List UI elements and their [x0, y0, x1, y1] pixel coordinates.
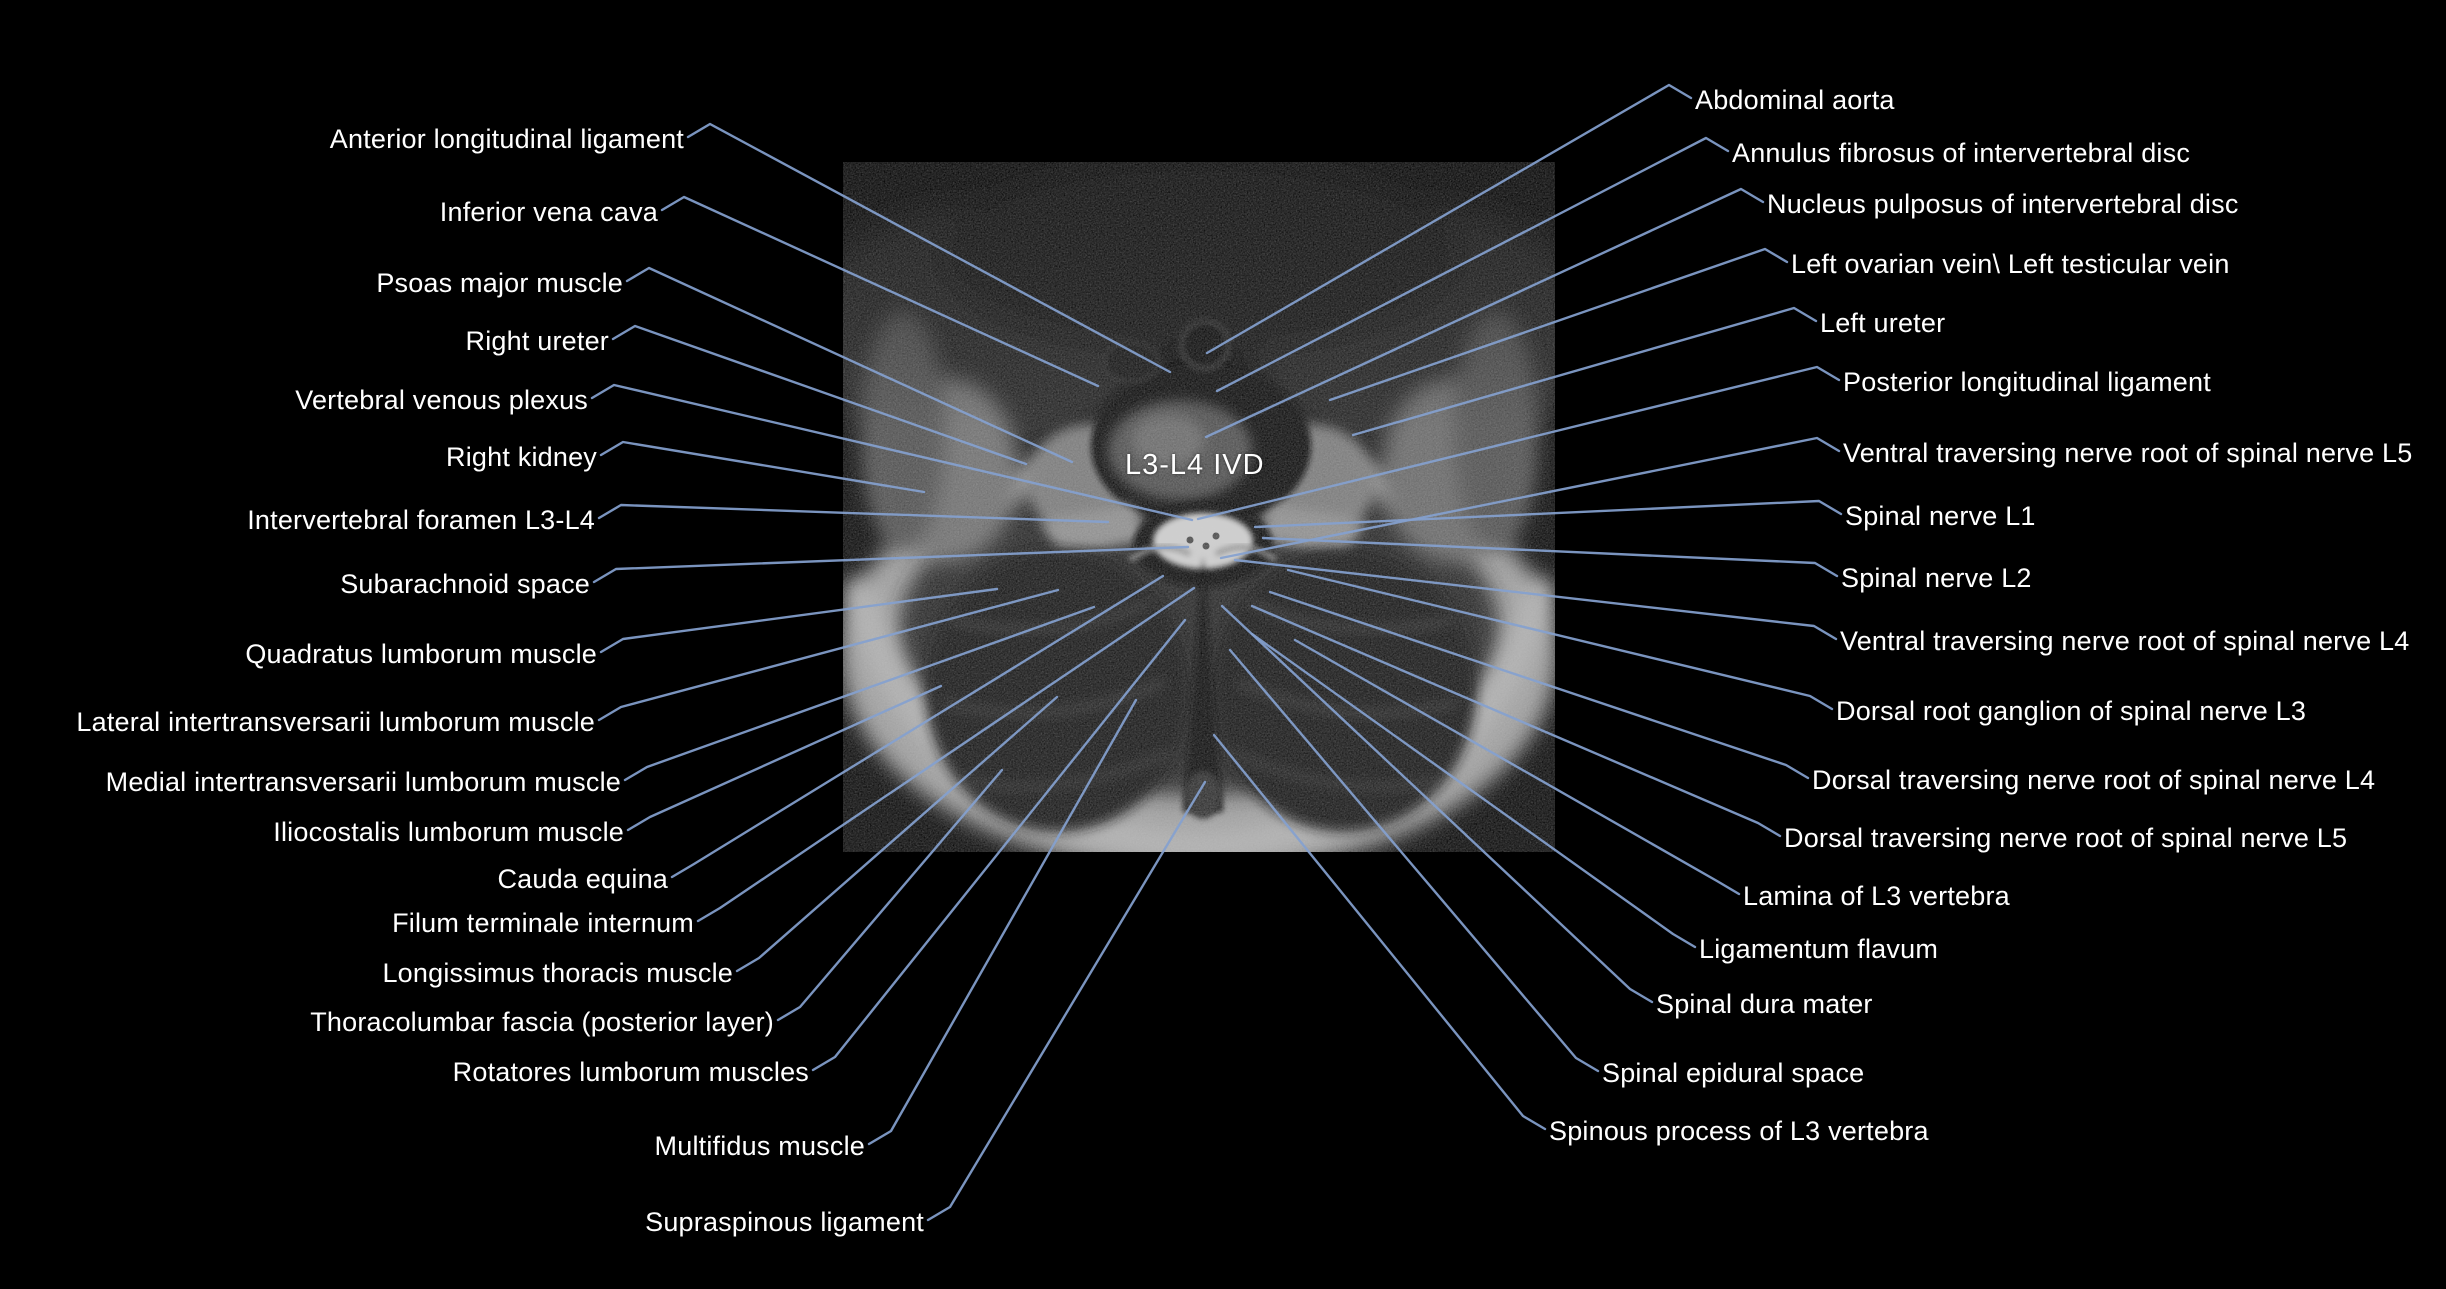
anatomy-label-right[interactable]: Spinal nerve L1	[1845, 501, 2036, 531]
anatomy-label-left[interactable]: Psoas major muscle	[376, 268, 623, 298]
leader-line	[1220, 604, 1654, 1004]
leader-line	[1261, 536, 1839, 578]
leader-line	[1228, 648, 1600, 1073]
anatomy-label-right[interactable]: Dorsal root ganglion of spinal nerve L3	[1836, 696, 2307, 726]
leader-lines-layer	[590, 83, 1843, 1222]
leader-line	[670, 574, 1165, 879]
anatomy-label-right[interactable]: Nucleus pulposus of intervertebral disc	[1767, 189, 2239, 219]
leader-line	[599, 587, 999, 654]
leader-line	[867, 698, 1138, 1146]
leader-line	[1219, 436, 1841, 560]
anatomy-label-left[interactable]: Cauda equina	[497, 864, 668, 894]
leader-line	[686, 122, 1172, 374]
leader-line	[926, 780, 1207, 1222]
leader-line	[776, 768, 1004, 1022]
anatomy-label-left[interactable]: Medial intertransversarii lumborum muscl…	[105, 767, 621, 797]
leader-line	[1250, 604, 1782, 838]
anatomy-label-left[interactable]: Anterior longitudinal ligament	[329, 124, 684, 154]
leader-line	[590, 383, 1194, 522]
leader-line	[1212, 733, 1547, 1131]
anatomy-label-right[interactable]: Left ovarian vein\ Left testicular vein	[1791, 249, 2230, 279]
anatomy-label-left[interactable]: Longissimus thoracis muscle	[382, 958, 733, 988]
leader-line	[1250, 632, 1697, 949]
anatomy-label-left[interactable]: Thoracolumbar fascia (posterior layer)	[310, 1007, 774, 1037]
scan-noise	[843, 162, 1555, 852]
leader-line	[811, 618, 1187, 1072]
anatomy-label-left[interactable]: Inferior vena cava	[439, 197, 658, 227]
anatomy-label-left[interactable]: Intervertebral foramen L3-L4	[247, 505, 595, 535]
leader-line	[735, 695, 1059, 973]
anatomy-label-left[interactable]: Lateral intertransversarii lumborum musc…	[76, 707, 595, 737]
anatomy-label-right[interactable]: Abdominal aorta	[1695, 85, 1895, 115]
leader-line	[1205, 83, 1693, 355]
leader-line	[625, 266, 1074, 464]
leader-line	[1268, 590, 1810, 780]
leader-line	[626, 684, 943, 832]
anatomy-label-right[interactable]: Dorsal traversing nerve root of spinal n…	[1784, 823, 2348, 853]
anatomy-label-right[interactable]: Left ureter	[1820, 308, 1946, 338]
anatomy-label-right[interactable]: Dorsal traversing nerve root of spinal n…	[1812, 765, 2376, 795]
leader-line	[696, 586, 1196, 923]
anatomy-label-left[interactable]: Right kidney	[446, 442, 597, 472]
leader-line	[1293, 638, 1741, 896]
anatomy-label-left[interactable]: Filum terminale internum	[392, 908, 694, 938]
anatomy-label-right[interactable]: Annulus fibrosus of intervertebral disc	[1732, 138, 2191, 168]
anatomy-label-right[interactable]: Spinous process of L3 vertebra	[1549, 1116, 1929, 1146]
anatomy-label-right[interactable]: Ventral traversing nerve root of spinal …	[1840, 626, 2410, 656]
leader-line	[1286, 568, 1834, 711]
leader-line	[597, 503, 1110, 524]
leader-line	[623, 605, 1096, 782]
anatomy-label-left[interactable]: Subarachnoid space	[340, 569, 590, 599]
anatomy-label-right[interactable]: Spinal nerve L2	[1841, 563, 2032, 593]
leader-line	[597, 588, 1060, 722]
leader-line	[1204, 187, 1765, 439]
leader-line	[599, 440, 926, 494]
leader-line	[660, 195, 1100, 388]
anatomy-label-center[interactable]: L3-L4 IVD	[1125, 449, 1265, 481]
leader-line	[1215, 136, 1730, 393]
anatomy-label-right[interactable]: Lamina of L3 vertebra	[1743, 881, 2010, 911]
leader-line	[592, 545, 1190, 584]
anatomy-label-right[interactable]: Posterior longitudinal ligament	[1843, 367, 2211, 397]
leader-line	[1233, 558, 1838, 641]
anatomy-label-right[interactable]: Spinal epidural space	[1602, 1058, 1865, 1088]
anatomy-label-left[interactable]: Vertebral venous plexus	[295, 385, 588, 415]
anatomy-label-left[interactable]: Right ureter	[465, 326, 609, 356]
anatomy-label-left[interactable]: Supraspinous ligament	[645, 1207, 924, 1237]
anatomy-label-right[interactable]: Spinal dura mater	[1656, 989, 1873, 1019]
anatomy-label-left[interactable]: Rotatores lumborum muscles	[452, 1057, 809, 1087]
anatomy-label-right[interactable]: Ventral traversing nerve root of spinal …	[1843, 438, 2413, 468]
leader-line	[1253, 499, 1843, 529]
anatomy-label-left[interactable]: Quadratus lumborum muscle	[245, 639, 597, 669]
anatomy-label-left[interactable]: Iliocostalis lumborum muscle	[273, 817, 624, 847]
leader-line	[611, 324, 1028, 466]
anatomy-label-right[interactable]: Ligamentum flavum	[1699, 934, 1939, 964]
leader-line	[1328, 247, 1789, 402]
anatomy-label-left[interactable]: Multifidus muscle	[654, 1131, 865, 1161]
leader-line	[1196, 365, 1841, 521]
leader-line	[1351, 306, 1818, 437]
